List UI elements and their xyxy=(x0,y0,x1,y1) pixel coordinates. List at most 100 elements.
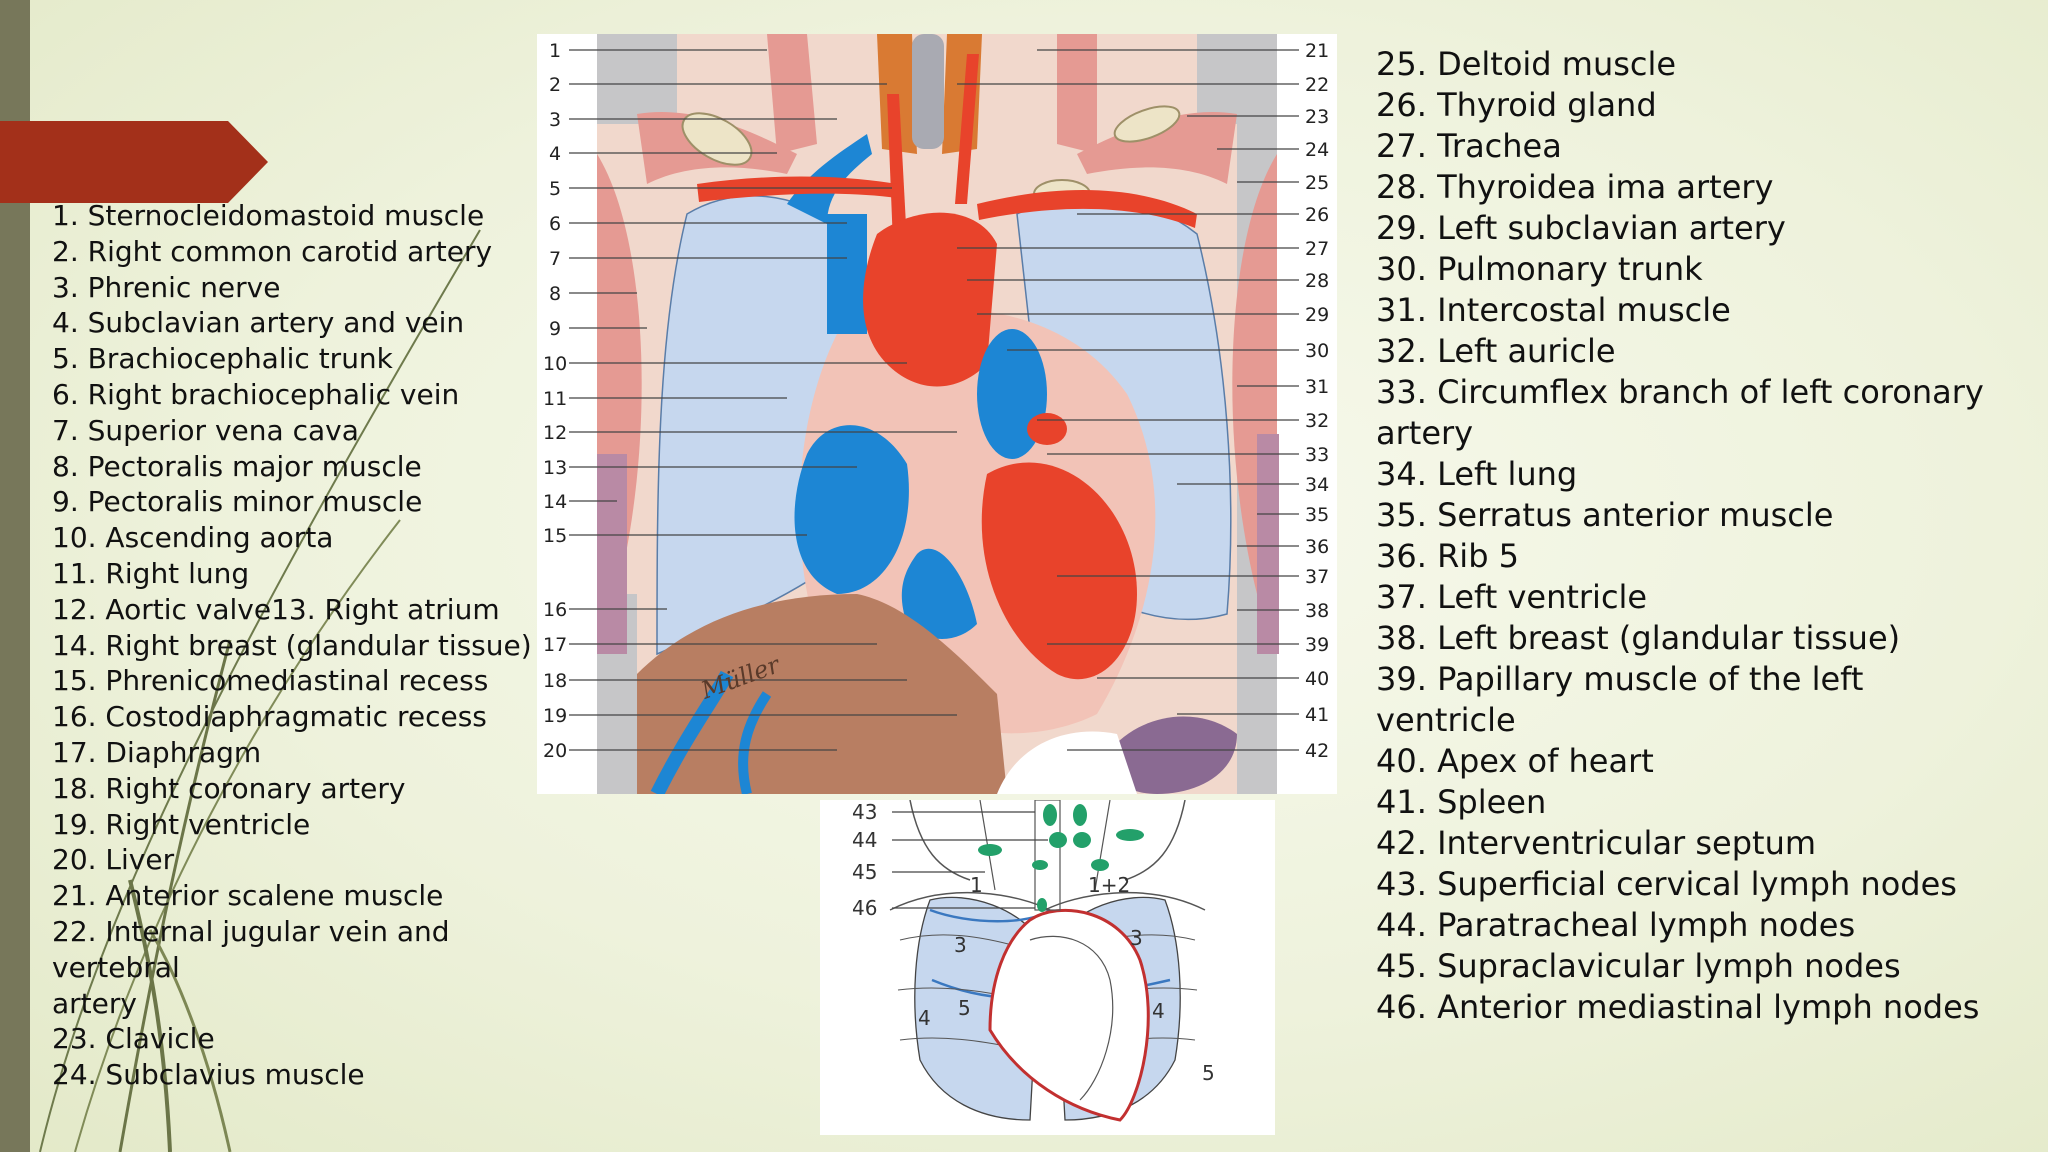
right-leader-lines xyxy=(957,49,1299,751)
fig-label-17: 17 xyxy=(543,634,567,656)
legend-item-21: 21. Anterior scalene muscle xyxy=(52,879,444,913)
fig-label-9: 9 xyxy=(549,318,561,340)
legend-item-12-13: 12. Aortic valve13. Right atrium xyxy=(52,592,500,626)
fig-label-5: 5 xyxy=(549,178,561,200)
lymph-node xyxy=(1043,804,1057,826)
legend-item-39: 39. Papillary muscle of the left ventric… xyxy=(1376,660,1864,739)
legend-item-11: 11. Right lung xyxy=(52,556,250,590)
fig-label-21: 21 xyxy=(1305,40,1329,62)
lymph-node xyxy=(1032,860,1048,870)
fig-label-40: 40 xyxy=(1305,668,1329,690)
fig-label-31: 31 xyxy=(1305,376,1329,398)
legend-item-34: 34. Left lung xyxy=(1376,455,1578,493)
fig-label-35: 35 xyxy=(1305,504,1329,526)
legend-item-9: 9. Pectoralis minor muscle xyxy=(52,485,423,519)
legend-item-38: 38. Left breast (glandular tissue) xyxy=(1376,619,1901,657)
lymph-node xyxy=(1073,832,1091,848)
region-label-3-right: 3 xyxy=(1130,926,1143,950)
region-label-5-left: 5 xyxy=(958,996,971,1020)
legend-item-43: 43. Superficial cervical lymph nodes xyxy=(1376,865,1957,903)
fig-label-34: 34 xyxy=(1305,474,1329,496)
lymph-node xyxy=(1073,804,1087,826)
legend-item-22: 22. Internal jugular vein and vertebral … xyxy=(52,914,450,1020)
fig-label-39: 39 xyxy=(1305,634,1329,656)
lymph-node xyxy=(1049,832,1067,848)
legend-item-14: 14. Right breast (glandular tissue) xyxy=(52,628,532,662)
legend-item-17: 17. Diaphragm xyxy=(52,735,262,769)
legend-item-32: 32. Left auricle xyxy=(1376,332,1616,370)
fig-label-11: 11 xyxy=(543,388,567,410)
region-label-1: 1 xyxy=(970,873,983,897)
fig-label-32: 32 xyxy=(1305,410,1329,432)
fig-label-24: 24 xyxy=(1305,139,1329,161)
legend-item-41: 41. Spleen xyxy=(1376,783,1547,821)
legend-item-5: 5. Brachiocephalic trunk xyxy=(52,342,393,376)
legend-item-36: 36. Rib 5 xyxy=(1376,537,1520,575)
legend-item-40: 40. Apex of heart xyxy=(1376,742,1654,780)
left-leader-lines xyxy=(569,49,957,751)
legend-item-8: 8. Pectoralis major muscle xyxy=(52,449,422,483)
region-label-3-left: 3 xyxy=(954,933,967,957)
legend-item-24: 24. Subclavius muscle xyxy=(52,1058,365,1092)
fig-label-28: 28 xyxy=(1305,270,1329,292)
thorax-anatomy-figure: 1 2 3 4 5 6 7 8 9 10 11 12 13 14 15 16 1… xyxy=(537,34,1337,798)
lymph-label-44: 44 xyxy=(852,828,877,852)
legend-item-15: 15. Phrenicomediastinal recess xyxy=(52,664,489,698)
legend-item-30: 30. Pulmonary trunk xyxy=(1376,250,1703,288)
fig-label-42: 42 xyxy=(1305,740,1329,762)
legend-item-44: 44. Paratracheal lymph nodes xyxy=(1376,906,1856,944)
lymph-node xyxy=(1037,898,1047,912)
legend-item-33: 33. Circumflex branch of left coronary a… xyxy=(1376,373,1984,452)
legend-right: 25. Deltoid muscle 26. Thyroid gland 27.… xyxy=(1376,44,2036,1028)
legend-item-2: 2. Right common carotid artery xyxy=(52,234,493,268)
region-label-4-left: 4 xyxy=(918,1006,931,1030)
region-label-4-right: 4 xyxy=(1152,999,1165,1023)
fig-label-23: 23 xyxy=(1305,106,1329,128)
legend-item-37: 37. Left ventricle xyxy=(1376,578,1648,616)
legend-item-16: 16. Costodiaphragmatic recess xyxy=(52,700,487,734)
lymph-node xyxy=(1091,859,1109,871)
legend-item-27: 27. Trachea xyxy=(1376,127,1562,165)
fig-label-30: 30 xyxy=(1305,340,1329,362)
legend-item-19: 19. Right ventricle xyxy=(52,807,311,841)
title-accent-arrow xyxy=(0,121,268,203)
legend-item-31: 31. Intercostal muscle xyxy=(1376,291,1731,329)
fig-label-19: 19 xyxy=(543,705,567,727)
fig-label-12: 12 xyxy=(543,422,567,444)
legend-item-35: 35. Serratus anterior muscle xyxy=(1376,496,1834,534)
fig-label-13: 13 xyxy=(543,457,567,479)
legend-item-29: 29. Left subclavian artery xyxy=(1376,209,1786,247)
legend-item-18: 18. Right coronary artery xyxy=(52,771,406,805)
lymph-nodes-figure: 43 44 45 46 1 1+2 3 3 4 5 4 5 xyxy=(820,799,1275,1135)
fig-label-18: 18 xyxy=(543,670,567,692)
lymph-node xyxy=(978,844,1002,856)
lymph-label-45: 45 xyxy=(852,860,877,884)
legend-item-1: 1. Sternocleidomastoid muscle xyxy=(52,199,485,232)
region-label-1-2: 1+2 xyxy=(1088,873,1130,897)
legend-item-6: 6. Right brachiocephalic vein xyxy=(52,377,460,411)
fig-label-15: 15 xyxy=(543,525,567,547)
legend-left: 1. Sternocleidomastoid muscle 2. Right c… xyxy=(52,198,572,1093)
fig-label-8: 8 xyxy=(549,283,561,305)
fig-label-36: 36 xyxy=(1305,536,1329,558)
fig-label-4: 4 xyxy=(549,143,561,165)
lymph-nodes-illustration: 43 44 45 46 1 1+2 3 3 4 5 4 5 xyxy=(852,799,1215,1122)
fig-label-3: 3 xyxy=(549,109,561,131)
legend-item-3: 3. Phrenic nerve xyxy=(52,270,281,304)
lymph-node xyxy=(1116,829,1144,841)
legend-item-25: 25. Deltoid muscle xyxy=(1376,45,1677,83)
legend-item-26: 26. Thyroid gland xyxy=(1376,86,1657,124)
legend-item-42: 42. Interventricular septum xyxy=(1376,824,1817,862)
fig-label-22: 22 xyxy=(1305,74,1329,96)
legend-item-20: 20. Liver xyxy=(52,843,175,877)
fig-label-6: 6 xyxy=(549,213,561,235)
decorative-stems xyxy=(39,229,481,1152)
lymph-label-46: 46 xyxy=(852,896,877,920)
fig-label-27: 27 xyxy=(1305,238,1329,260)
legend-item-45: 45. Supraclavicular lymph nodes xyxy=(1376,947,1901,985)
legend-item-4: 4. Subclavian artery and vein xyxy=(52,306,465,340)
legend-item-23: 23. Clavicle xyxy=(52,1022,215,1056)
thorax-illustration: 1 2 3 4 5 6 7 8 9 10 11 12 13 14 15 16 1… xyxy=(543,34,1329,798)
fig-label-33: 33 xyxy=(1305,444,1329,466)
fig-label-10: 10 xyxy=(543,353,567,375)
